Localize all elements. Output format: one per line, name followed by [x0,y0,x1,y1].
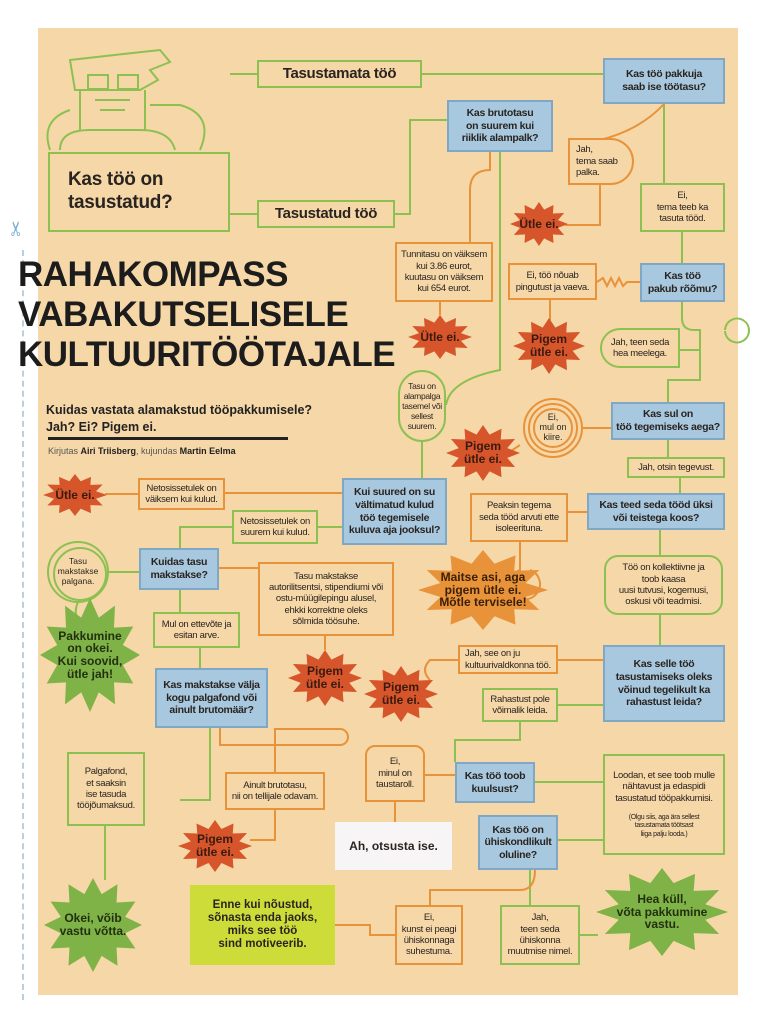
collective: Töö on kollektiivne ja toob kaasa uusi t… [604,555,723,615]
q-time: Kas sul on töö tegemiseks aega? [611,402,725,440]
motivation-note: Enne kui nõustud, sõnasta enda jaoks, mi… [190,885,335,965]
q-funding: Kas selle töö tasustamiseks oleks võinud… [603,645,725,722]
paid-work: Tasustatud töö [257,200,395,228]
q-how-paid: Kuidas tasu makstakse? [139,548,219,590]
cut-line [22,250,24,1000]
hope-note: (Olgu siis, aga ära sellest tasustamata … [628,814,700,838]
no-funding: Rahastust pole võimalik leida. [482,688,558,722]
no-hurry: Ei, mul on kiire. [539,412,567,442]
q-joy: Kas töö pakub rõõmu? [640,263,725,302]
page-title: RAHAKOMPASS VABAKUTSELISELE KULTUURITÖÖT… [18,255,396,374]
gross-only: Ainult brutotasu, nii on tellijale odava… [225,772,325,810]
divider [48,437,288,440]
q-minimum-wage: Kas brutotasu on suurem kui riiklik alam… [447,100,553,152]
byline-mid: , kujundas [136,446,180,456]
start-question: Kas töö on tasustatud? [48,152,230,232]
art-no: Ei, kunst ei peagi ühiskonnaga suhestuma… [395,905,463,965]
payroll: Palgafond, et saaksin ise tasuda tööjõum… [67,752,145,826]
hope-text: Loodan, et see toob mulle nähtavust ja e… [613,769,715,804]
byline: Kirjutas Airi Triisberg, kujundas Martin… [48,446,236,456]
q-social: Kas töö on ühiskondlikult oluline? [478,815,558,870]
designer: Martin Eelma [179,446,236,456]
q-costs: Kui suured on su vältimatud kulud töö te… [342,478,447,545]
author: Airi Triisberg [80,446,137,456]
q-payroll: Kas makstakse välja kogu palgafond või a… [155,668,268,728]
net-more: Netosissetulek on suurem kui kulud. [232,510,318,544]
yes-looking: Jah, otsin tegevust. [627,457,725,478]
subtitle: Kuidas vastata alamakstud tööpakkumisele… [46,403,313,434]
net-less: Netosissetulek on väiksem kui kulud. [138,478,225,510]
salary-paid: Tasu makstakse palgana. [57,556,99,586]
no-unpaid-too: Ei, tema teeb ka tasuta tööd. [640,183,725,232]
byline-prefix: Kirjutas [48,446,81,456]
no-effort: Ei, töö nõuab pingutust ja vaeva. [508,263,597,300]
q-fame: Kas töö toob kuulsust? [455,762,535,803]
culture-field: Jah, see on ju kultuurivaldkonna töö. [458,645,558,674]
decide-yourself: Ah, otsusta ise. [335,822,452,870]
q-employer-paid: Kas töö pakkuja saab ise töötasu? [603,58,725,104]
below-minimum: Tunnitasu on väiksem kui 3.86 eurot, kuu… [395,242,493,302]
unpaid-work: Tasustamata töö [257,60,422,88]
yes-gladly: Jah, teen seda hea meelega. [600,328,680,368]
yes-salary: Jah, tema saab palka. [568,138,634,185]
art-yes: Jah, teen seda ühiskonna muutmise nimel. [500,905,580,965]
above-minimum: Tasu on alampalga tasemel või sellest su… [398,370,446,442]
license-contract: Tasu makstakse autorilitsentsi, stipendi… [258,562,394,636]
background-role: Ei, minul on taustaroll. [365,745,425,802]
own-company: Mul on ettevõte ja esitan arve. [153,612,240,648]
hope-box: Loodan, et see toob mulle nähtavust ja e… [603,754,725,855]
q-alone: Kas teed seda tööd üksi või teistega koo… [587,493,725,530]
face-illustration-icon [46,48,206,151]
isolated: Peaksin tegema seda tööd arvuti ette iso… [470,493,568,542]
